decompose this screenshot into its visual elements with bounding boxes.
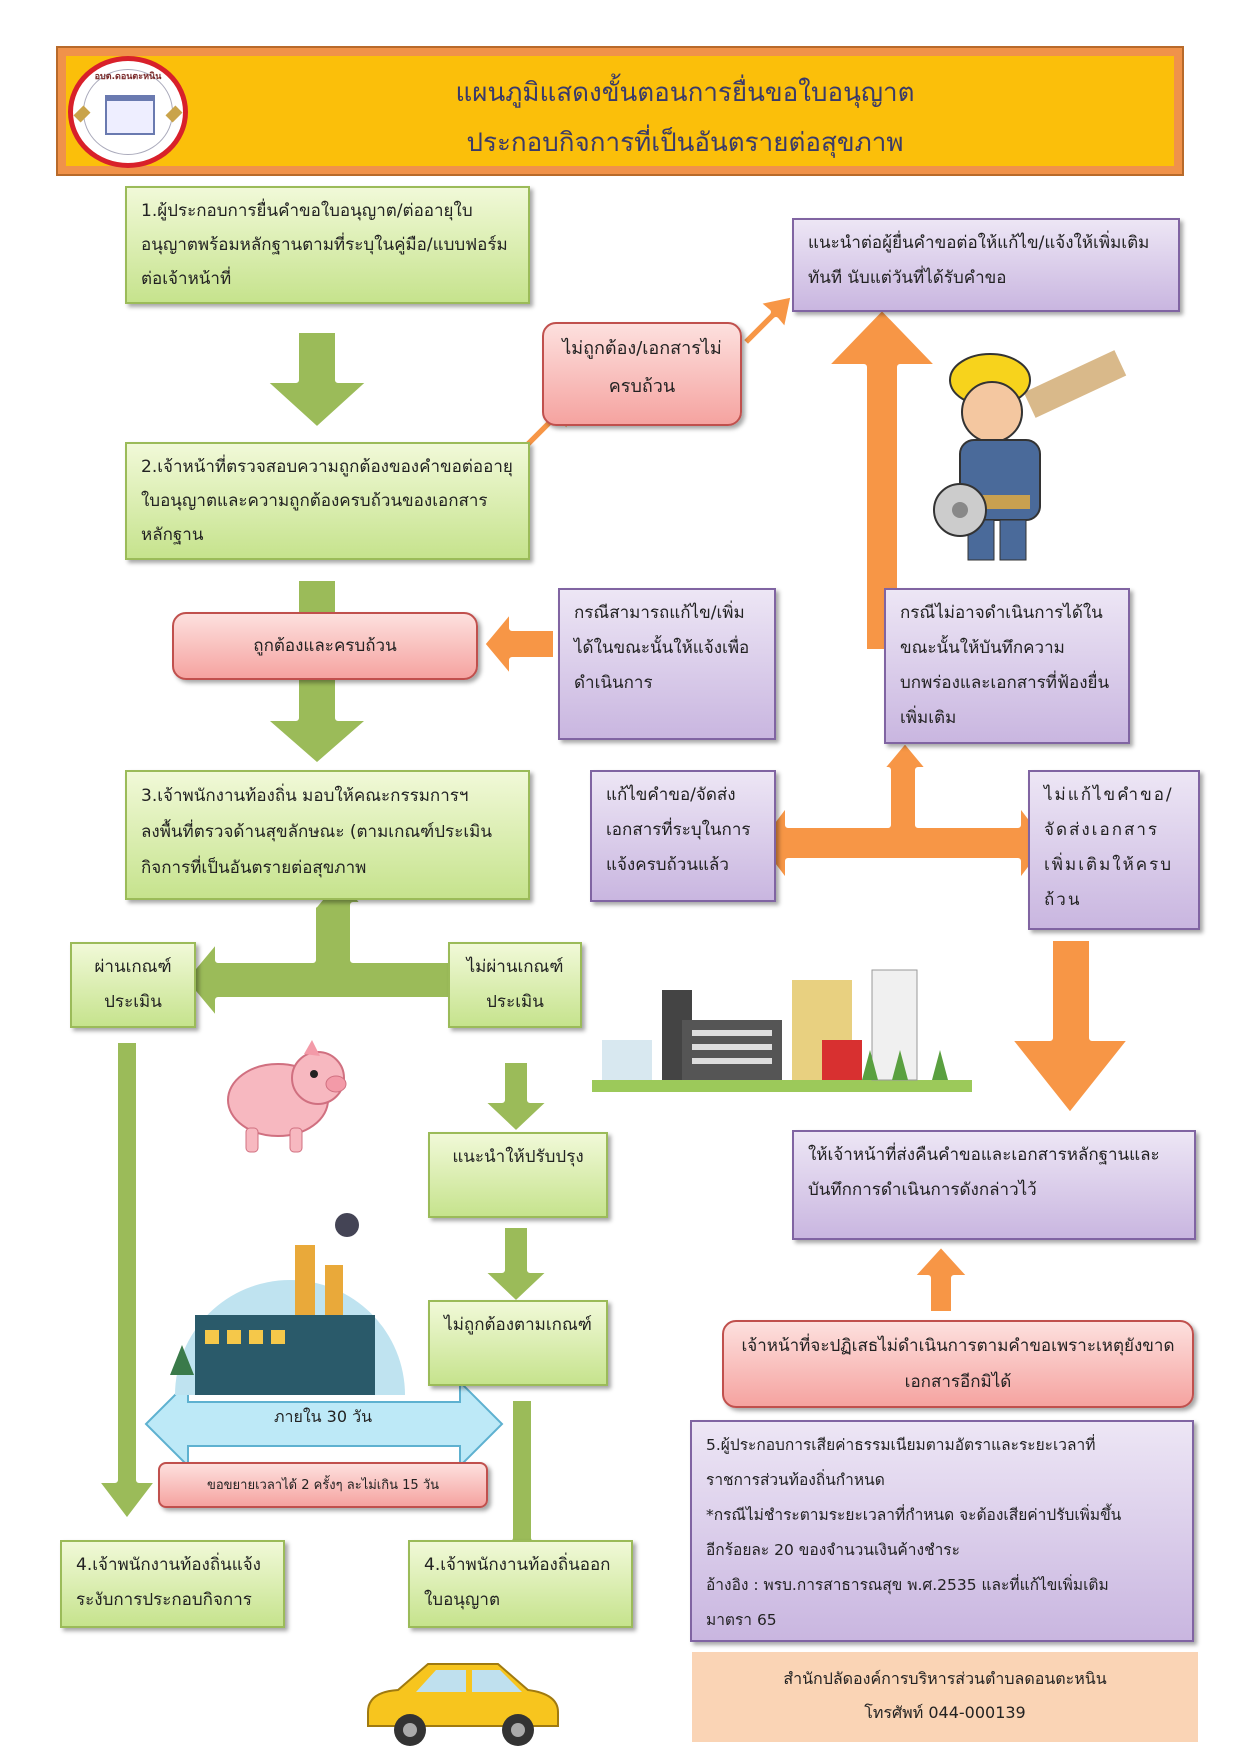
not-compliant-box: ไม่ถูกต้องตามเกณฑ์ — [428, 1300, 608, 1386]
city-buildings-icon — [592, 969, 972, 1092]
return-docs-box: ให้เจ้าหน้าที่ส่งคืนคำขอและเอกสารหลักฐาน… — [792, 1130, 1196, 1240]
fixed-box: แก้ไขคำขอ/จัดส่งเอกสารที่ระบุในการแจ้งคร… — [590, 770, 776, 902]
arrow-up-refuse-return — [907, 1241, 975, 1317]
office-name: สำนักปลัดองค์การบริหารส่วนตำบลดอนตะหนิน — [783, 1669, 1107, 1688]
page-header: แผนภูมิแสดงขั้นตอนการยื่นขอใบอนุญาต ประก… — [56, 46, 1184, 176]
taxi-car-icon — [367, 1663, 559, 1746]
fee-line-2: ราชการส่วนท้องถิ่นกำหนด — [706, 1471, 885, 1489]
extension-box: ขอขยายเวลาได้ 2 ครั้งๆ ละไม่เกิน 15 วัน — [158, 1462, 488, 1508]
arrow-down-pass — [92, 1037, 162, 1525]
footer-contact: สำนักปลัดองค์การบริหารส่วนตำบลดอนตะหนิน … — [692, 1652, 1198, 1742]
arrow-down-advise-notcompliant — [477, 1222, 555, 1307]
refuse-box: เจ้าหน้าที่จะปฏิเสธไม่ดำเนินการตามคำขอเพ… — [722, 1320, 1194, 1408]
not-fixed-box: ไม่แก้ไขคำขอ/จัดส่งเอกสารเพิ่มเติมให้ครบ… — [1028, 770, 1200, 930]
phone-number: โทรศัพท์ 044-000139 — [864, 1703, 1026, 1722]
step-4-issue-box: 4.เจ้าพนักงานท้องถิ่นออกใบอนุญาต — [408, 1540, 633, 1628]
logo-text: อบต.ดอนตะหนิน — [94, 72, 162, 82]
arrow-to-advise — [737, 291, 797, 351]
fee-line-4: อีกร้อยละ 20 ของจำนวนเงินค้างชำระ — [706, 1541, 960, 1559]
step-4-suspend-box: 4.เจ้าพนักงานท้องถิ่นแจ้งระงับการประกอบก… — [60, 1540, 285, 1628]
fee-line-1: 5.ผู้ประกอบการเสียค่าธรรมเนียมตามอัตราแล… — [706, 1436, 1096, 1454]
within-30-days-label: ภายใน 30 วัน — [273, 1407, 373, 1426]
step-1-box: 1.ผู้ประกอบการยื่นคำขอใบอนุญาต/ต่ออายุใบ… — [125, 186, 530, 304]
fee-line-5: อ้างอิง : พรบ.การสาธารณสุข พ.ศ.2535 และท… — [706, 1576, 1109, 1594]
step-3-box: 3.เจ้าพนักงานท้องถิ่น มอบให้คณะกรรมการฯ … — [125, 770, 530, 900]
step-2-box: 2.เจ้าหน้าที่ตรวจสอบความถูกต้องของคำขอต่… — [125, 442, 530, 560]
incorrect-docs-box: ไม่ถูกต้อง/เอกสารไม่ครบถ้วน — [542, 322, 742, 426]
step-5-fee-box: 5.ผู้ประกอบการเสียค่าธรรมเนียมตามอัตราแล… — [690, 1420, 1194, 1642]
cannot-fix-box: กรณีไม่อาจดำเนินการได้ในขณะนั้นให้บันทึก… — [884, 588, 1130, 744]
fee-line-3: *กรณีไม่ชำระตามระยะเวลาที่กำหนด จะต้องเส… — [706, 1506, 1122, 1524]
pig-icon — [227, 1040, 347, 1153]
organization-seal-icon: อบต.ดอนตะหนิน — [68, 56, 188, 168]
arrow-within-30-days — [144, 1379, 504, 1469]
arrow-left-to-correct — [479, 605, 559, 683]
title-line-2: ประกอบกิจการที่เป็นอันตรายต่อสุขภาพ — [466, 128, 904, 158]
correct-complete-box: ถูกต้องและครบถ้วน — [172, 612, 478, 680]
pass-criteria-box: ผ่านเกณฑ์ประเมิน — [70, 942, 196, 1028]
arrow-split-fixed-notfixed — [753, 737, 1053, 888]
factory-icon — [170, 1213, 405, 1395]
arrow-down-fail-advise — [477, 1057, 555, 1137]
arrow-down-to-return — [1005, 935, 1135, 1119]
fee-line-6: มาตรา 65 — [706, 1611, 777, 1629]
advise-applicant-box: แนะนำต่อผู้ยื่นคำขอต่อให้แก้ไข/แจ้งให้เพ… — [792, 218, 1180, 312]
arrow-down-step1-step2 — [259, 327, 375, 433]
can-fix-box: กรณีสามารถแก้ไข/เพิ่มได้ในขณะนั้นให้แจ้ง… — [558, 588, 776, 740]
fail-criteria-box: ไม่ผ่านเกณฑ์ประเมิน — [448, 942, 582, 1028]
advise-improve-box: แนะนำให้ปรับปรุง — [428, 1132, 608, 1218]
title-line-1: แผนภูมิแสดงขั้นตอนการยื่นขอใบอนุญาต — [455, 78, 915, 108]
construction-worker-icon — [933, 350, 1127, 561]
